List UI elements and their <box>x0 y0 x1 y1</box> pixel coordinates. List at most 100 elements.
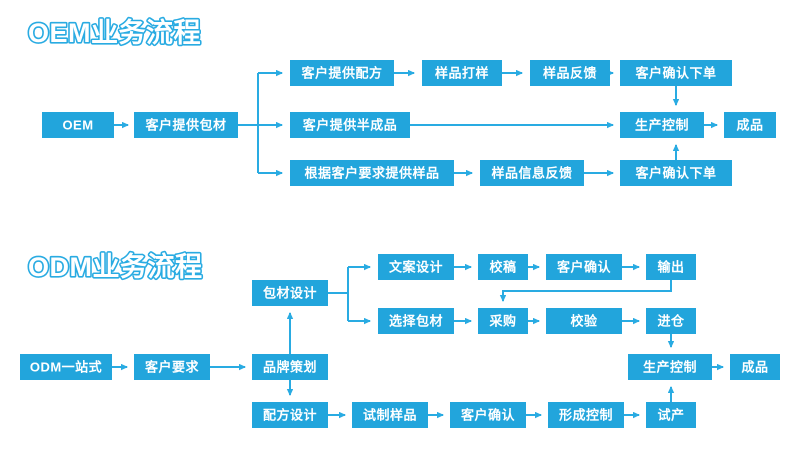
odm-select-packaging-box <box>378 308 454 334</box>
oem-sample-by-request[interactable]: 根据客户要求提供样品 <box>290 160 454 186</box>
odm-select-packaging[interactable]: 选择包材 <box>378 308 454 334</box>
odm-packaging-design[interactable]: 包材设计 <box>252 280 328 306</box>
odm-trial-production-box <box>646 402 696 428</box>
odm-copy-design-box <box>378 254 454 280</box>
oem-customer-semi-label: 客户提供半成品 <box>303 117 398 132</box>
odm-start-box <box>20 354 112 380</box>
oem-customer-packaging-label: 客户提供包材 <box>145 117 226 132</box>
odm-select-packaging-label: 选择包材 <box>389 313 443 328</box>
odm-output[interactable]: 输出 <box>646 254 696 280</box>
oem-customer-semi[interactable]: 客户提供半成品 <box>290 112 410 138</box>
odm-verify-label: 校验 <box>570 313 598 328</box>
oem-production-control-box <box>620 112 704 138</box>
odm-production-control-label: 生产控制 <box>643 359 697 374</box>
odm-customer-confirm-2-label: 客户确认 <box>461 407 516 422</box>
odm-customer-confirm-2-box <box>450 402 526 428</box>
odm-customer-confirm-2[interactable]: 客户确认 <box>450 402 526 428</box>
odm-output-label: 输出 <box>657 259 684 274</box>
odm-warehouse-label: 进仓 <box>657 313 685 328</box>
oem-sample-feedback-label: 样品反馈 <box>543 65 597 80</box>
odm-output-box <box>646 254 696 280</box>
oem-sample-proofing-label: 样品打样 <box>435 65 489 80</box>
odm-finished-product[interactable]: 成品 <box>730 354 780 380</box>
odm-start[interactable]: ODM一站式 <box>20 354 112 380</box>
conn-odm-output-to-purchase <box>499 280 672 302</box>
odm-proofread-box <box>478 254 528 280</box>
odm-verify[interactable]: 校验 <box>546 308 622 334</box>
oem-customer-formula-box <box>290 60 394 86</box>
oem-customer-semi-box <box>290 112 410 138</box>
odm-customer-confirm-1-label: 客户确认 <box>557 259 612 274</box>
oem-customer-formula[interactable]: 客户提供配方 <box>290 60 394 86</box>
odm-trial-sample-box <box>352 402 428 428</box>
odm-copy-design[interactable]: 文案设计 <box>378 254 454 280</box>
odm-form-control-label: 形成控制 <box>559 407 613 422</box>
oem-sample-proofing-box <box>422 60 502 86</box>
odm-proofread[interactable]: 校稿 <box>478 254 528 280</box>
oem-connectors <box>114 69 718 177</box>
oem-start[interactable]: OEM <box>42 112 114 138</box>
oem-customer-formula-label: 客户提供配方 <box>301 65 382 80</box>
oem-customer-packaging-box <box>134 112 238 138</box>
oem-customer-order-2-box <box>620 160 732 186</box>
oem-customer-order-1-box <box>620 60 732 86</box>
oem-section-title: OEM业务流程 <box>28 18 201 48</box>
odm-copy-design-label: 文案设计 <box>389 259 443 274</box>
odm-customer-confirm-1[interactable]: 客户确认 <box>546 254 622 280</box>
odm-trial-production-label: 试产 <box>657 407 684 422</box>
oem-customer-order-2-label: 客户确认下单 <box>635 165 716 180</box>
oem-sample-feedback-box <box>530 60 610 86</box>
oem-sample-info-feedback-box <box>480 160 584 186</box>
odm-verify-box <box>546 308 622 334</box>
oem-sample-proofing[interactable]: 样品打样 <box>422 60 502 86</box>
odm-connectors <box>112 263 724 419</box>
oem-customer-order-1[interactable]: 客户确认下单 <box>620 60 732 86</box>
oem-production-control[interactable]: 生产控制 <box>620 112 704 138</box>
odm-packaging-design-box <box>252 280 328 306</box>
odm-customer-request[interactable]: 客户要求 <box>134 354 210 380</box>
oem-finished-product[interactable]: 成品 <box>724 112 776 138</box>
odm-customer-request-box <box>134 354 210 380</box>
odm-trial-sample[interactable]: 试制样品 <box>352 402 428 428</box>
oem-sample-by-request-box <box>290 160 454 186</box>
odm-purchase[interactable]: 采购 <box>478 308 528 334</box>
odm-packaging-design-label: 包材设计 <box>263 285 317 300</box>
odm-nodes: ODM一站式客户要求品牌策划包材设计文案设计校稿客户确认输出选择包材采购校验进仓… <box>20 254 780 428</box>
oem-customer-packaging[interactable]: 客户提供包材 <box>134 112 238 138</box>
odm-customer-request-label: 客户要求 <box>145 359 200 374</box>
oem-production-control-label: 生产控制 <box>635 117 689 132</box>
oem-sample-by-request-label: 根据客户要求提供样品 <box>304 165 439 180</box>
odm-warehouse-box <box>646 308 696 334</box>
oem-sample-feedback[interactable]: 样品反馈 <box>530 60 610 86</box>
odm-production-control-box <box>628 354 712 380</box>
oem-customer-order-2[interactable]: 客户确认下单 <box>620 160 732 186</box>
odm-trial-sample-label: 试制样品 <box>363 407 417 422</box>
odm-formula-design[interactable]: 配方设计 <box>252 402 328 428</box>
odm-brand-planning-box <box>252 354 328 380</box>
oem-sample-info-feedback[interactable]: 样品信息反馈 <box>480 160 584 186</box>
odm-section: ODM业务流程 ODM一站式客户要求品牌策划包材设计文案设计校稿客户确认输出选择… <box>20 250 780 428</box>
oem-start-box <box>42 112 114 138</box>
odm-section-title: ODM业务流程 <box>28 252 203 282</box>
odm-purchase-box <box>478 308 528 334</box>
odm-customer-confirm-1-box <box>546 254 622 280</box>
odm-purchase-label: 采购 <box>488 313 516 328</box>
odm-formula-design-box <box>252 402 328 428</box>
odm-form-control[interactable]: 形成控制 <box>548 402 624 428</box>
odm-production-control[interactable]: 生产控制 <box>628 354 712 380</box>
odm-finished-product-box <box>730 354 780 380</box>
odm-warehouse[interactable]: 进仓 <box>646 308 696 334</box>
oem-start-label: OEM <box>62 117 93 132</box>
odm-start-label: ODM一站式 <box>30 359 102 374</box>
oem-finished-product-label: 成品 <box>736 117 763 132</box>
odm-formula-design-label: 配方设计 <box>263 407 317 422</box>
odm-trial-production[interactable]: 试产 <box>646 402 696 428</box>
oem-sample-info-feedback-label: 样品信息反馈 <box>491 165 572 180</box>
oem-finished-product-box <box>724 112 776 138</box>
odm-brand-planning[interactable]: 品牌策划 <box>252 354 328 380</box>
odm-proofread-label: 校稿 <box>489 259 516 274</box>
odm-finished-product-label: 成品 <box>741 359 768 374</box>
odm-brand-planning-label: 品牌策划 <box>263 359 317 374</box>
